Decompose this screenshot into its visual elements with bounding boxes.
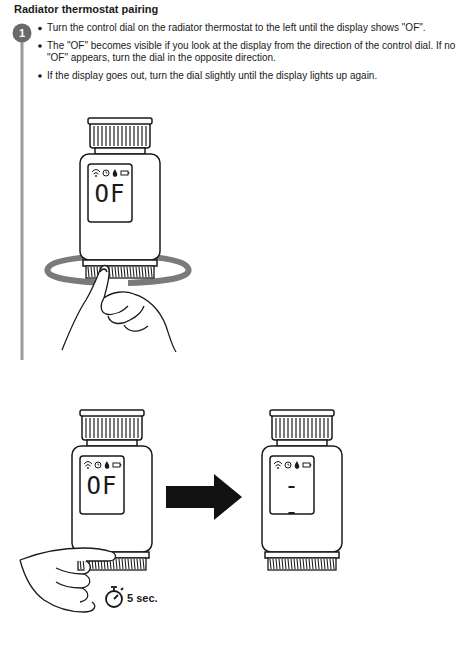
- rotation-arrow: [47, 256, 188, 283]
- bullet-dot: [38, 74, 42, 78]
- display-text: OF: [80, 473, 124, 499]
- hand: [20, 548, 115, 612]
- transition-arrow: [166, 474, 242, 520]
- instruction-text: If the display goes out, turn the dial s…: [47, 70, 457, 83]
- heading: Radiator thermostat pairing: [14, 3, 454, 15]
- radiator-thermostat: [72, 410, 152, 570]
- radiator-thermostat: [262, 410, 342, 570]
- display-text: OF: [88, 181, 132, 207]
- step-circle: [13, 24, 32, 43]
- stopwatch-icon: [106, 587, 123, 607]
- radiator-thermostat: [80, 118, 160, 278]
- bullet-dot: [38, 44, 42, 48]
- duration-label: 5 sec.: [127, 592, 187, 604]
- instruction-text: Turn the control dial on the radiator th…: [47, 22, 457, 35]
- step-number: 1: [13, 24, 31, 42]
- step-line: [21, 42, 24, 360]
- hand: [62, 266, 176, 353]
- display-text: - -: [270, 473, 314, 525]
- bullet-dot: [38, 27, 42, 31]
- instruction-text: The "OF" becomes visible if you look at …: [47, 40, 457, 65]
